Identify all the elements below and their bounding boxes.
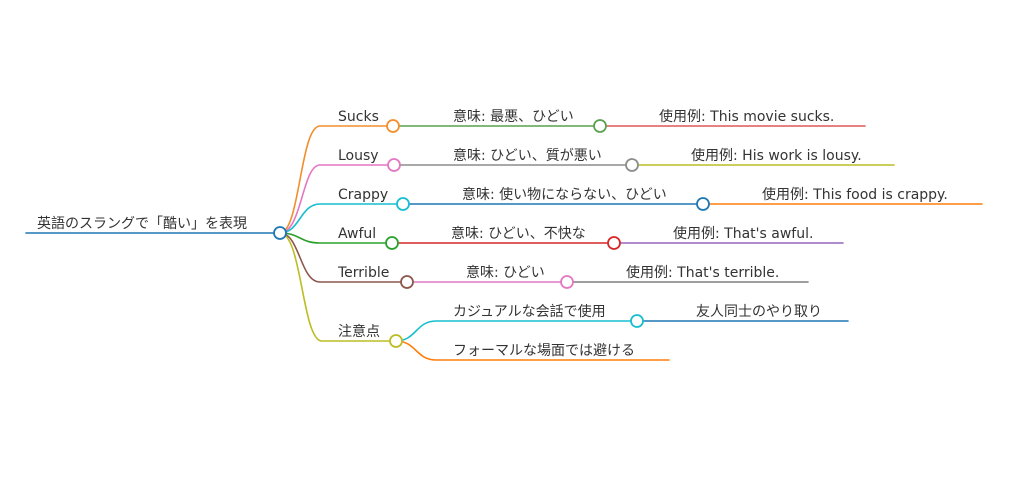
awful-meaning-node[interactable]: [607, 236, 621, 250]
crappy-example[interactable]: 使用例: This food is crappy.: [762, 186, 948, 203]
crappy-meaning-node[interactable]: [696, 197, 710, 211]
terrible-example[interactable]: 使用例: That's terrible.: [626, 264, 779, 281]
sucks-example[interactable]: 使用例: This movie sucks.: [659, 108, 834, 125]
branch-lousy: Lousy 意味: ひどい、質が悪い 使用例: His work is lous…: [338, 147, 895, 172]
lousy-meaning-node[interactable]: [625, 158, 639, 172]
root-node-group: 英語のスラングで「酷い」を表現: [37, 215, 287, 240]
terrible-label[interactable]: Terrible: [337, 265, 389, 281]
branch-crappy: Crappy 意味: 使い物にならない、ひどい 使用例: This food i…: [338, 186, 983, 211]
edge-root-notes: [279, 232, 397, 342]
notes-formal[interactable]: フォーマルな場面では避ける: [453, 343, 635, 359]
branch-terrible: Terrible 意味: ひどい 使用例: That's terrible.: [337, 264, 809, 289]
branch-sucks: Sucks 意味: 最悪、ひどい 使用例: This movie sucks.: [338, 108, 866, 133]
sucks-node[interactable]: [386, 119, 400, 133]
sucks-meaning-node[interactable]: [593, 119, 607, 133]
root-node[interactable]: [273, 226, 287, 240]
awful-example[interactable]: 使用例: That's awful.: [673, 225, 813, 242]
notes-casual-node[interactable]: [630, 314, 644, 328]
notes-label[interactable]: 注意点: [338, 323, 380, 340]
edge-root-sucks: [279, 125, 394, 234]
branch-notes: 注意点 カジュアルな会話で使用 友人同士のやり取り フォーマルな場面では避ける: [338, 303, 849, 361]
root-label[interactable]: 英語のスラングで「酷い」を表現: [37, 215, 247, 232]
awful-meaning[interactable]: 意味: ひどい、不快な: [451, 225, 586, 242]
terrible-meaning-node[interactable]: [560, 275, 574, 289]
terrible-node[interactable]: [400, 275, 414, 289]
crappy-label[interactable]: Crappy: [338, 187, 388, 203]
crappy-node[interactable]: [396, 197, 410, 211]
sucks-label[interactable]: Sucks: [338, 109, 379, 125]
lousy-node[interactable]: [387, 158, 401, 172]
crappy-meaning[interactable]: 意味: 使い物にならない、ひどい: [462, 186, 667, 203]
notes-node[interactable]: [389, 334, 403, 348]
awful-label[interactable]: Awful: [338, 226, 376, 242]
notes-casual-child[interactable]: 友人同士のやり取り: [696, 304, 822, 320]
awful-node[interactable]: [385, 236, 399, 250]
terrible-meaning[interactable]: 意味: ひどい: [466, 264, 545, 281]
edge-root-lousy: [279, 164, 395, 234]
edge-notes-casual: [395, 320, 638, 342]
sucks-meaning[interactable]: 意味: 最悪、ひどい: [453, 108, 574, 125]
lousy-label[interactable]: Lousy: [338, 148, 379, 164]
branch-awful: Awful 意味: ひどい、不快な 使用例: That's awful.: [338, 225, 844, 250]
lousy-meaning[interactable]: 意味: ひどい、質が悪い: [453, 147, 602, 164]
lousy-example[interactable]: 使用例: His work is lousy.: [691, 147, 862, 164]
notes-casual[interactable]: カジュアルな会話で使用: [453, 303, 606, 320]
